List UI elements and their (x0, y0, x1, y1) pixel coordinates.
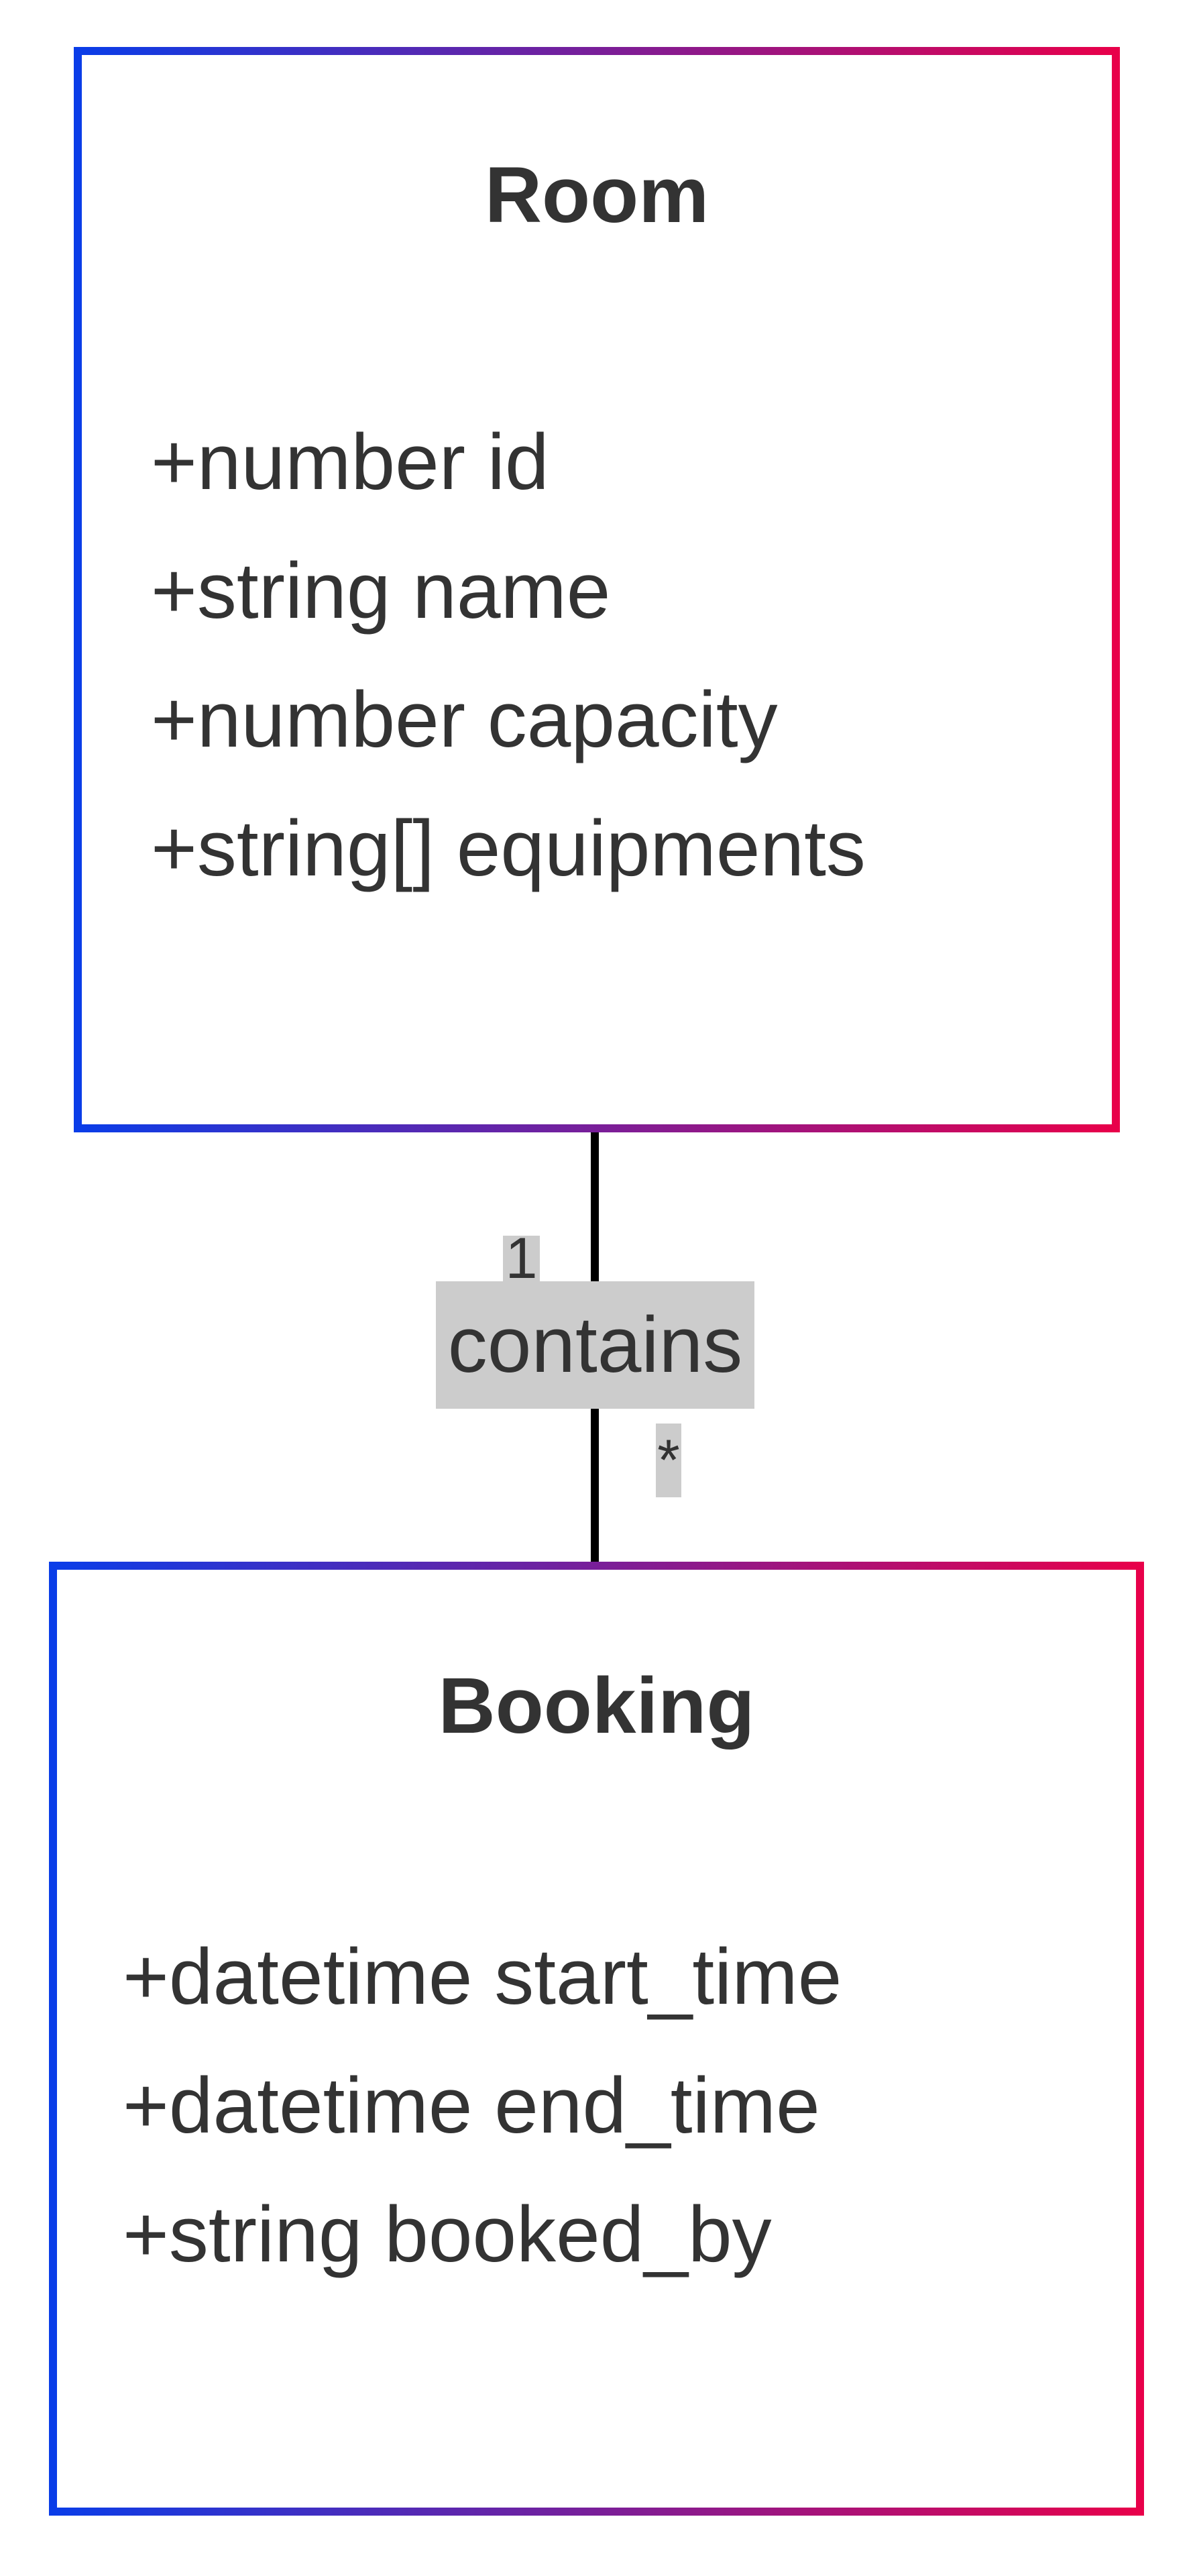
class-booking-attribute: +datetime end_time (123, 2061, 820, 2150)
source-multiplicity: 1 (503, 1230, 540, 1287)
class-booking-attributes: +datetime start_time +datetime end_time … (123, 1937, 1144, 2324)
class-booking-name: Booking (438, 1662, 755, 1750)
class-room-attribute: +number id (151, 418, 549, 506)
class-booking-attribute: +string booked_by (123, 2190, 772, 2279)
class-room-name: Room (484, 151, 709, 239)
class-room-attribute: +string name (151, 547, 611, 635)
class-booking-attribute: +datetime start_time (123, 1933, 842, 2021)
class-booking[interactable]: Booking +datetime start_time +datetime e… (49, 1562, 1144, 2516)
class-room[interactable]: Room +number id +string name +number cap… (74, 47, 1120, 1132)
target-multiplicity: * (656, 1424, 681, 1497)
class-room-attribute: +number capacity (151, 676, 778, 764)
relationship-label: contains (436, 1281, 754, 1409)
class-room-attributes: +number id +string name +number capacity… (151, 423, 1120, 938)
class-room-attribute: +string[] equipments (151, 804, 866, 893)
